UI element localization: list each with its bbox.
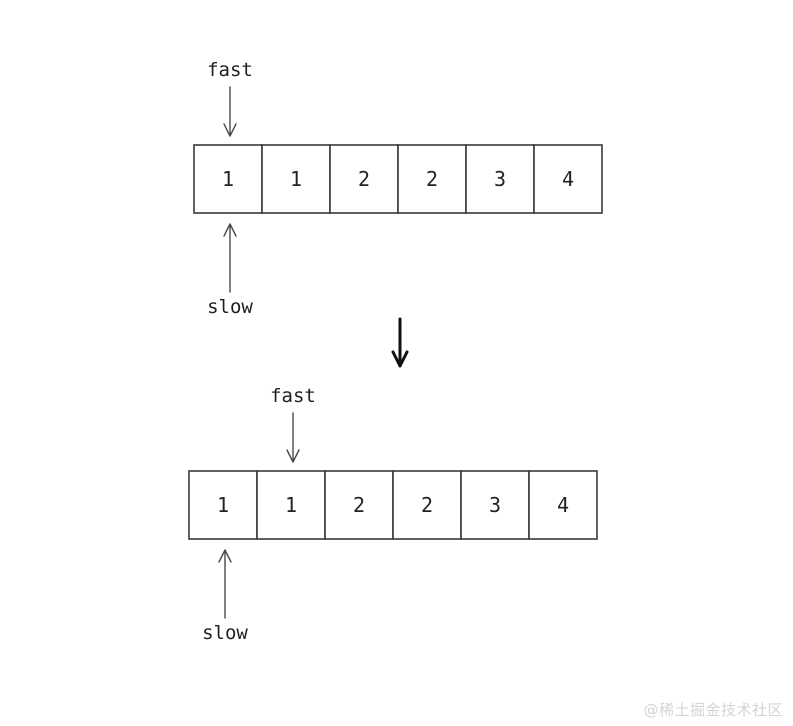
cell-value: 2	[421, 493, 433, 517]
array-cell	[261, 144, 331, 214]
pointer-arrow-up-icon	[218, 549, 232, 619]
array-cell	[392, 470, 462, 540]
array-before: 1 1 2 2 3 4 fast slow	[193, 59, 603, 318]
pointer-arrow-down-icon	[223, 86, 237, 137]
array-cell	[256, 470, 326, 540]
slow-pointer: slow	[202, 549, 248, 644]
cell-value: 1	[290, 167, 302, 191]
array-cell	[324, 470, 394, 540]
pointer-arrow-up-icon	[223, 223, 237, 293]
pointer-label-fast: fast	[207, 59, 253, 81]
cell-value: 2	[358, 167, 370, 191]
cell-value: 1	[222, 167, 234, 191]
array-after: 1 1 2 2 3 4 fast slow	[188, 385, 598, 644]
cell-value: 4	[557, 493, 569, 517]
array-cell	[329, 144, 399, 214]
step-down-arrow-icon	[391, 317, 409, 368]
array-cell	[193, 144, 263, 214]
cell-value: 1	[285, 493, 297, 517]
array-cell	[465, 144, 535, 214]
pointer-label-slow: slow	[207, 296, 253, 318]
pointer-label-fast: fast	[270, 385, 316, 407]
array-cell	[533, 144, 603, 214]
fast-pointer: fast	[270, 385, 316, 463]
cell-value: 3	[494, 167, 506, 191]
cell-value: 3	[489, 493, 501, 517]
pointer-label-slow: slow	[202, 622, 248, 644]
fast-pointer: fast	[207, 59, 253, 137]
slow-pointer: slow	[207, 223, 253, 318]
cell-value: 4	[562, 167, 574, 191]
watermark: @稀土掘金技术社区	[643, 701, 783, 719]
cell-value: 2	[353, 493, 365, 517]
array-cell	[528, 470, 598, 540]
cell-value: 1	[217, 493, 229, 517]
cell-value: 2	[426, 167, 438, 191]
array-cell	[188, 470, 258, 540]
pointer-arrow-down-icon	[286, 412, 300, 463]
